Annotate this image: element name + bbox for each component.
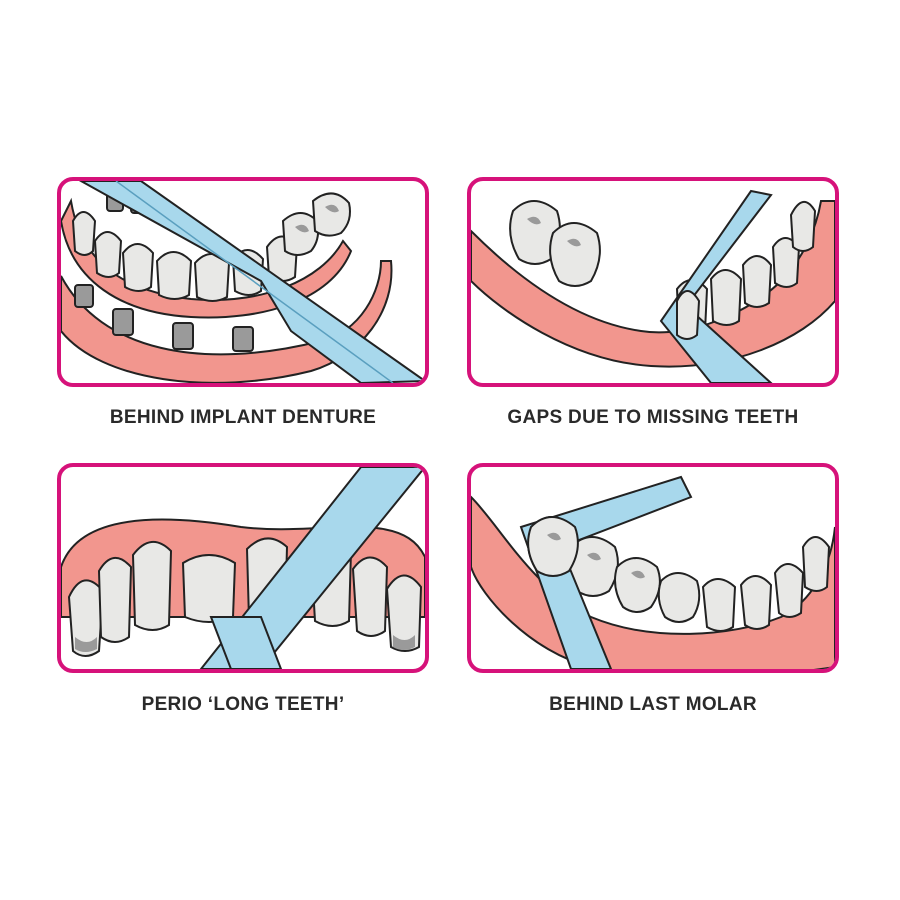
missing-teeth-illustration bbox=[471, 189, 835, 383]
tooth-front bbox=[676, 290, 701, 340]
teeth-row bbox=[527, 516, 831, 632]
last-molar-illustration bbox=[471, 475, 835, 669]
last-molar-shading bbox=[547, 532, 561, 541]
tooth-shading bbox=[75, 635, 415, 652]
panel-missing-teeth bbox=[467, 177, 839, 387]
gum-arch bbox=[471, 200, 835, 368]
floss-line bbox=[115, 181, 394, 383]
last-molar bbox=[527, 516, 579, 577]
denture-base bbox=[61, 260, 393, 383]
floss-strip-lower bbox=[209, 616, 283, 669]
floss-strip bbox=[78, 181, 425, 383]
implant-denture-illustration bbox=[61, 181, 425, 383]
panel-last-molar bbox=[467, 463, 839, 673]
caption-last-molar: BEHIND LAST MOLAR bbox=[549, 694, 757, 715]
tooth-shading bbox=[527, 216, 581, 247]
perio-long-teeth-illustration bbox=[61, 467, 425, 669]
caption-missing-teeth: GAPS DUE TO MISSING TEETH bbox=[507, 407, 799, 428]
teeth-row bbox=[509, 200, 817, 336]
teeth-row bbox=[71, 192, 351, 302]
panel-implant-denture bbox=[57, 177, 429, 387]
caption-implant-denture: BEHIND IMPLANT DENTURE bbox=[109, 407, 377, 428]
caption-perio-long-teeth: PERIO ‘LONG TEETH’ bbox=[141, 694, 345, 715]
panel-perio-long-teeth bbox=[57, 463, 429, 673]
tooth-shading bbox=[295, 204, 339, 233]
